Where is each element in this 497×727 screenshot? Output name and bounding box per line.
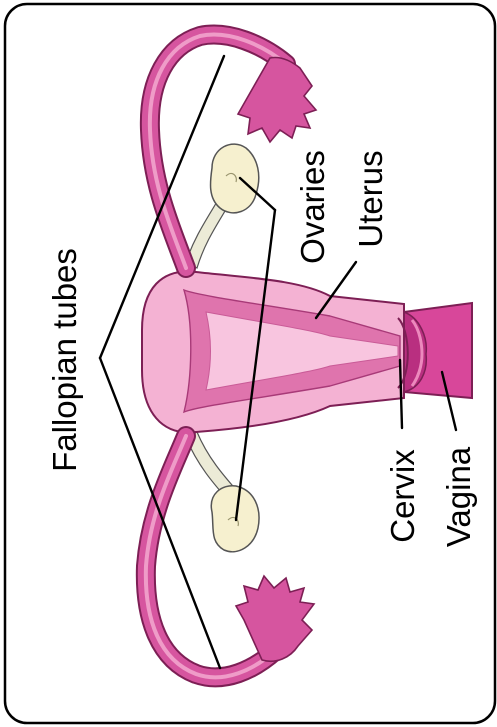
label-ovaries: Ovaries [294,150,331,264]
label-vagina: Vagina [440,446,477,547]
vagina [404,303,472,398]
label-uterus: Uterus [352,150,389,247]
label-fallopian-tubes: Fallopian tubes [46,248,83,472]
label-cervix: Cervix [384,449,421,543]
